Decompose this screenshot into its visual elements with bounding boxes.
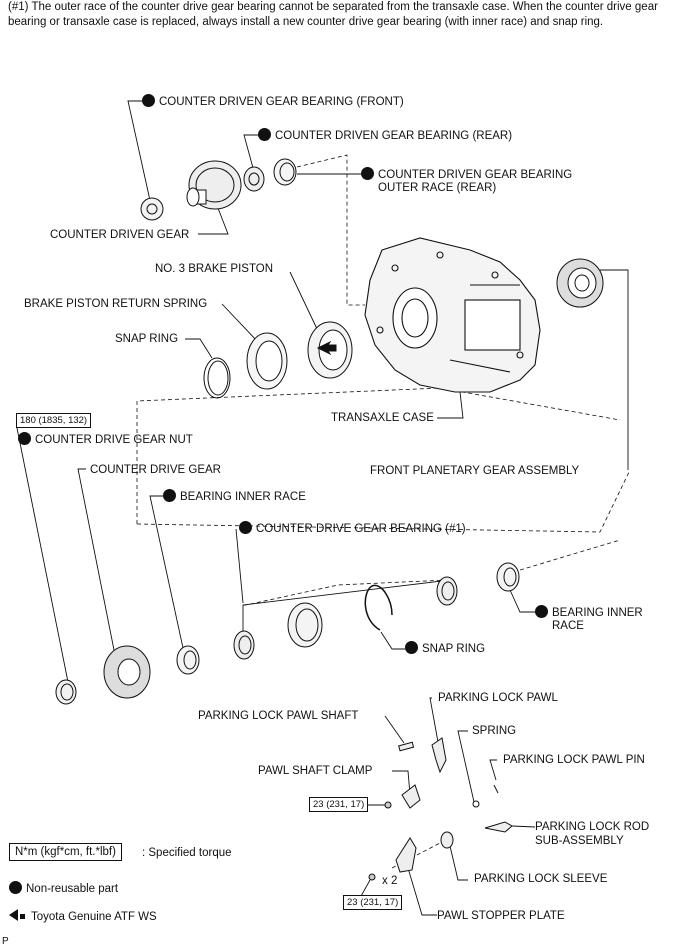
label-x2: x 2 [382,875,398,887]
bearing-inner-race-right-part [496,562,520,592]
counter-drive-gear-part [103,645,151,699]
label-parking-lock-pawl-shaft: PARKING LOCK PAWL SHAFT [198,710,359,722]
return-spring-part [246,332,288,390]
label-parking-lock-rod-line2: SUB-ASSEMBLY [535,835,624,847]
brake-piston-part [307,321,353,379]
label-pawl-stopper-plate: PAWL STOPPER PLATE [437,910,565,922]
torque-clamp: 23 (231, 17) [309,797,369,812]
non-reusable-dot-icon [535,605,548,618]
atf-arrow-icon [9,909,18,921]
legend-torque-unit: N*m (kgf*cm, ft.*lbf) [9,843,122,861]
non-reusable-dot-icon [258,128,271,141]
label-outer-race-rear: COUNTER DRIVEN GEAR BEARING [361,167,572,182]
counter-driven-gear-bearing-front-part [140,197,164,221]
bearing-bracket [242,579,451,635]
non-reusable-dot-icon [361,167,374,180]
alignment-lines [136,154,631,869]
legend-atf: Toyota Genuine ATF WS [9,909,157,924]
front-planetary-gear-part [556,258,604,308]
parking-lock-parts [368,737,513,881]
non-reusable-dot-icon [9,881,22,894]
label-counter-driven-gear-bearing-front: COUNTER DRIVEN GEAR BEARING (FRONT) [142,94,404,109]
label-parking-lock-pawl: PARKING LOCK PAWL [438,692,558,704]
label-spring: SPRING [472,725,517,737]
legend-torque-desc: : Specified torque [142,847,232,859]
counter-driven-gear-part [186,160,242,210]
label-brake-piston-return-spring: BRAKE PISTON RETURN SPRING [24,298,208,310]
label-counter-drive-gear-bearing: COUNTER DRIVE GEAR BEARING (#1) [239,521,466,536]
label-transaxle-case: TRANSAXLE CASE [331,412,434,424]
label-bearing-inner-race-right-line2: RACE [552,620,584,632]
non-reusable-dot-icon [18,432,31,445]
snap-ring-upper-part [203,357,231,399]
counter-drive-gear-bearing-part [233,576,458,660]
note-text: (#1) The outer race of the counter drive… [8,1,658,28]
counter-driven-gear-bearing-rear-part [243,166,265,192]
label-counter-driven-gear: COUNTER DRIVEN GEAR [50,229,190,241]
non-reusable-dot-icon [142,94,155,107]
bearing-inner-race-left-part [176,645,200,675]
torque-nut: 180 (1835, 132) [16,413,92,428]
torque-stopper: 23 (231, 17) [343,895,403,910]
label-no3-brake-piston: NO. 3 BRAKE PISTON [155,263,274,275]
label-counter-drive-gear-nut: COUNTER DRIVE GEAR NUT [18,432,193,447]
label-parking-lock-pawl-pin: PARKING LOCK PAWL PIN [503,754,645,766]
transaxle-case-part [364,237,541,393]
non-reusable-dot-icon [405,641,418,654]
label-counter-drive-gear: COUNTER DRIVE GEAR [90,464,221,476]
non-reusable-dot-icon [163,489,176,502]
label-bearing-inner-race-left: BEARING INNER RACE [163,489,306,504]
non-reusable-dot-icon [239,521,252,534]
label-snap-ring-upper: SNAP RING [115,333,179,345]
label-pawl-shaft-clamp: PAWL SHAFT CLAMP [258,765,373,777]
label-parking-lock-sleeve: PARKING LOCK SLEEVE [474,873,608,885]
corner-code: P [2,936,9,947]
label-counter-driven-gear-bearing-rear: COUNTER DRIVEN GEAR BEARING (REAR) [258,128,512,143]
counter-drive-gear-nut-part [55,679,77,705]
label-snap-ring-lower: SNAP RING [405,641,485,656]
label-parking-lock-rod: PARKING LOCK ROD [535,821,650,833]
legend-non-reusable: Non-reusable part [9,881,118,896]
snap-ring-lower-part [364,584,393,631]
label-outer-race-rear-line2: OUTER RACE (REAR) [378,182,497,194]
label-front-planetary-gear-assembly: FRONT PLANETARY GEAR ASSEMBLY [370,465,580,477]
label-bearing-inner-race-right: BEARING INNER [535,605,643,620]
leader-lines [16,100,629,916]
outer-race-rear-part [273,158,297,186]
